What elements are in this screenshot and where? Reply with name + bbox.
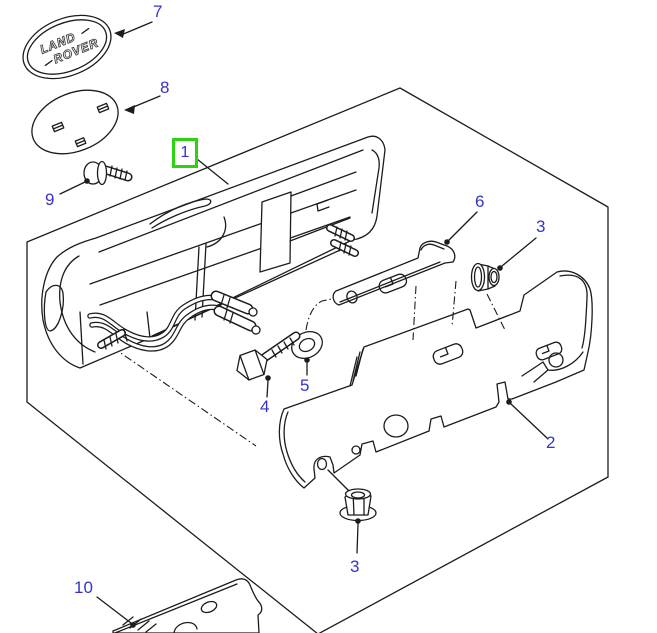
part-label-4[interactable]: 4 bbox=[260, 397, 270, 416]
grille-studs bbox=[97, 224, 359, 350]
perspective-box bbox=[26, 87, 609, 633]
part-label-3-lower[interactable]: 3 bbox=[350, 557, 360, 576]
part-label-8[interactable]: 8 bbox=[160, 78, 170, 97]
part-flange-nut-upper bbox=[470, 262, 500, 292]
part-grille-panel bbox=[41, 135, 386, 369]
part-retaining-bracket bbox=[332, 240, 456, 306]
part-label-1-highlighted[interactable]: 1 bbox=[172, 138, 198, 168]
part-hex-bolt bbox=[236, 331, 301, 381]
part-label-10[interactable]: 10 bbox=[74, 578, 93, 597]
part-label-7[interactable]: 7 bbox=[153, 2, 163, 21]
part-badge-plinth bbox=[31, 89, 119, 155]
centerlines bbox=[111, 280, 506, 447]
part-label-9[interactable]: 9 bbox=[45, 190, 55, 209]
leader-lines bbox=[59, 21, 548, 628]
part-closing-panel bbox=[278, 270, 593, 493]
part-badge-screw bbox=[83, 160, 133, 186]
part-label-6[interactable]: 6 bbox=[475, 192, 485, 211]
part-label-2[interactable]: 2 bbox=[546, 433, 556, 452]
part-flange-nut-lower bbox=[339, 488, 377, 522]
part-label-5[interactable]: 5 bbox=[300, 376, 310, 395]
part-label-3-upper[interactable]: 3 bbox=[536, 217, 546, 236]
part-oval-badge: LAND ROVER bbox=[22, 14, 112, 80]
